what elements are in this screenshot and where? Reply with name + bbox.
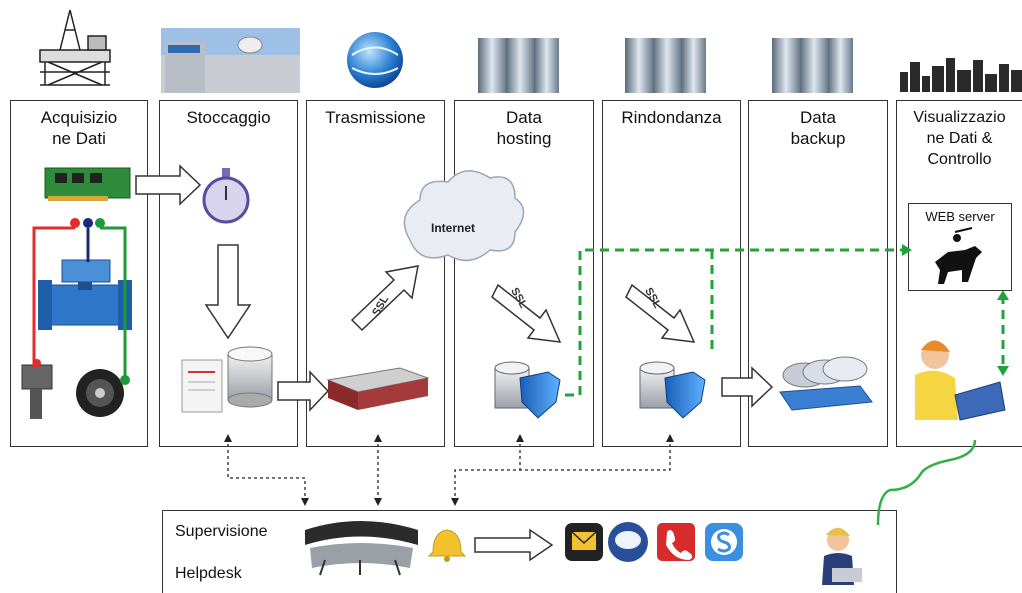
gateway-device-icon bbox=[326, 367, 430, 410]
bell-icon bbox=[427, 529, 467, 562]
ssl-arrow-up bbox=[350, 265, 419, 332]
stage-title: Rindondanza bbox=[621, 108, 722, 127]
stage-title: Data hosting bbox=[496, 108, 552, 148]
internet-label: Internet bbox=[431, 221, 476, 235]
arrow-right bbox=[135, 164, 202, 206]
stopwatch-icon bbox=[202, 168, 250, 224]
helpdesk-person-icon bbox=[822, 527, 862, 585]
ssl-arrow-down bbox=[491, 283, 562, 343]
disc-backup-icon bbox=[779, 356, 873, 411]
helpdesk-label: Helpdesk bbox=[175, 565, 242, 582]
city-skyline-icon bbox=[900, 58, 1022, 92]
green-data-link bbox=[565, 248, 1005, 397]
pressure-sensor-icon bbox=[21, 359, 53, 419]
horse-rider-icon bbox=[935, 227, 982, 284]
supervision-panel: Supervisione Helpdesk bbox=[162, 510, 897, 593]
web-server-box: WEB server bbox=[908, 203, 1012, 291]
database-icon bbox=[227, 346, 273, 408]
arrow-right bbox=[277, 370, 330, 412]
helpdesk-cable bbox=[876, 439, 977, 526]
internet-cloud-icon bbox=[403, 170, 525, 262]
operator-icon bbox=[915, 340, 1006, 421]
sms-icon bbox=[608, 522, 648, 562]
server-rack-icon bbox=[772, 38, 853, 93]
stage-title: Trasmissione bbox=[325, 108, 426, 127]
stage-title: Acquisizio ne Dati bbox=[40, 108, 118, 148]
flow-meter-icon bbox=[38, 259, 132, 330]
supervisione-label: Supervisione bbox=[175, 523, 268, 540]
email-icon bbox=[565, 523, 603, 561]
arrow-down bbox=[204, 244, 252, 340]
arrow-right bbox=[721, 366, 774, 408]
ssl-arrow-down bbox=[625, 283, 696, 343]
web-server-label: WEB server bbox=[925, 209, 995, 224]
warehouse-icon bbox=[161, 28, 300, 93]
skype-icon bbox=[705, 523, 743, 561]
oil-platform-icon bbox=[39, 9, 111, 86]
shield-database-icon bbox=[639, 361, 706, 419]
control-room-icon bbox=[305, 521, 418, 576]
document-icon bbox=[181, 359, 223, 413]
encoder-icon bbox=[76, 369, 124, 417]
server-rack-icon bbox=[625, 38, 706, 93]
server-rack-icon bbox=[478, 38, 559, 93]
stage-title: Visualizzazio ne Dati & Controllo bbox=[913, 109, 1006, 168]
phone-icon bbox=[657, 523, 695, 561]
circuit-board-icon bbox=[44, 167, 131, 201]
stage-title: Data backup bbox=[790, 108, 846, 148]
globe-icon bbox=[347, 32, 403, 88]
stage-title: Stoccaggio bbox=[186, 108, 271, 127]
shield-database-icon bbox=[494, 361, 561, 419]
arrow-right bbox=[474, 528, 554, 562]
